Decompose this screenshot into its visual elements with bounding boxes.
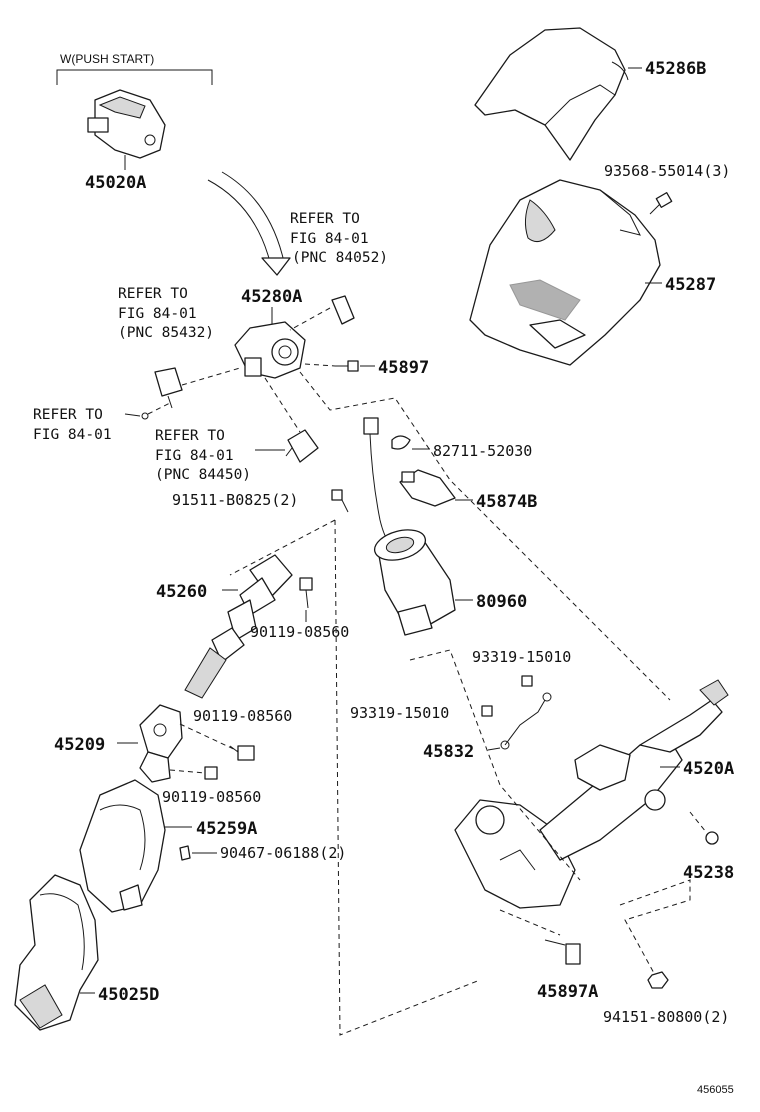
screw-93319-15010-a[interactable]	[521, 675, 533, 687]
part-number-45874B[interactable]: 45874B	[476, 492, 537, 512]
small-clip-84052[interactable]	[331, 295, 355, 325]
bolt-90119-08560-b[interactable]	[229, 745, 255, 761]
motor-80960[interactable]	[371, 525, 456, 636]
reference-note-pnc-84052: REFER TO FIG 84-01 (PNC 84052)	[290, 211, 388, 266]
screw-93568-55014[interactable]	[649, 192, 673, 215]
part-number-45832[interactable]: 45832	[423, 742, 474, 762]
part-number-93319-15010-b[interactable]: 93319-15010	[350, 704, 449, 722]
bolt-90119-08560-a[interactable]	[299, 577, 313, 609]
part-number-80960[interactable]: 80960	[476, 592, 527, 612]
part-number-90119-08560-b[interactable]: 90119-08560	[193, 707, 292, 725]
dust-cover-45025D[interactable]	[14, 874, 99, 1031]
svg-text:REFER TO: REFER TO	[118, 286, 188, 302]
svg-text:REFER TO: REFER TO	[155, 428, 225, 444]
nut-94151-80800[interactable]	[647, 971, 669, 989]
push-start-switch-45020A[interactable]	[87, 89, 166, 170]
part-number-91511-B0825[interactable]: 91511-B0825(2)	[172, 491, 298, 509]
steering-column-4520A[interactable]	[454, 679, 729, 909]
variant-label: W(PUSH START)	[60, 52, 154, 66]
assembly-arrow	[207, 171, 291, 276]
svg-text:(PNC 85432): (PNC 85432)	[118, 325, 214, 341]
part-number-90119-08560-c[interactable]: 90119-08560	[162, 788, 261, 806]
svg-text:FIG 84-01: FIG 84-01	[290, 231, 369, 247]
harness-connector[interactable]	[363, 417, 397, 549]
part-number-45025D[interactable]: 45025D	[98, 985, 159, 1005]
part-number-45209[interactable]: 45209	[54, 735, 105, 755]
bolt-45238[interactable]	[705, 831, 719, 845]
reference-note-fig-84-01: REFER TO FIG 84-01	[33, 407, 112, 443]
bracket-45874B[interactable]	[399, 469, 456, 507]
reference-note-pnc-84450: REFER TO FIG 84-01 (PNC 84450)	[155, 428, 251, 483]
part-number-45238[interactable]: 45238	[683, 863, 734, 883]
reference-note-pnc-85432: REFER TO FIG 84-01 (PNC 85432)	[118, 286, 214, 341]
universal-joint-45209[interactable]	[139, 704, 183, 783]
variant-bracket: W(PUSH START)	[56, 52, 213, 85]
svg-text:REFER TO: REFER TO	[290, 211, 360, 227]
part-number-45897[interactable]: 45897	[378, 358, 429, 378]
connector-84450[interactable]	[285, 429, 319, 463]
part-number-4520A[interactable]: 4520A	[683, 759, 734, 779]
ground-wire-45832[interactable]	[500, 692, 552, 750]
part-number-45020A[interactable]: 45020A	[85, 173, 146, 193]
svg-text:FIG 84-01: FIG 84-01	[118, 306, 197, 322]
bolt-91511-B0825[interactable]	[331, 489, 349, 513]
bolt-45897A[interactable]	[544, 939, 581, 965]
clamp-82711-52030[interactable]	[391, 435, 411, 450]
part-number-45897A[interactable]: 45897A	[537, 982, 598, 1002]
bolt-45897[interactable]	[335, 360, 359, 372]
svg-text:REFER TO: REFER TO	[33, 407, 103, 423]
column-hole-cover-45259A[interactable]	[79, 779, 166, 913]
part-number-82711-52030[interactable]: 82711-52030	[433, 442, 532, 460]
lower-column-cover-45287[interactable]	[469, 179, 661, 366]
part-number-45287[interactable]: 45287	[665, 275, 716, 295]
part-number-45286B[interactable]: 45286B	[645, 59, 706, 79]
svg-text:(PNC 84450): (PNC 84450)	[155, 467, 251, 483]
intermediate-shaft-45260[interactable]	[184, 554, 293, 699]
part-number-90467-06188[interactable]: 90467-06188(2)	[220, 844, 346, 862]
svg-text:FIG 84-01: FIG 84-01	[155, 448, 234, 464]
connector-85432[interactable]	[154, 367, 183, 409]
svg-text:FIG 84-01: FIG 84-01	[33, 427, 112, 443]
part-number-90119-08560-a[interactable]: 90119-08560	[250, 623, 349, 641]
figure-id: 456055	[697, 1084, 734, 1096]
part-number-93568-55014[interactable]: 93568-55014(3)	[604, 162, 730, 180]
part-number-45260[interactable]: 45260	[156, 582, 207, 602]
upper-column-cover-45286B[interactable]	[474, 27, 629, 161]
part-number-45280A[interactable]: 45280A	[241, 287, 302, 307]
svg-text:(PNC 84052): (PNC 84052)	[292, 250, 388, 266]
part-number-93319-15010-a[interactable]: 93319-15010	[472, 648, 571, 666]
part-number-94151-80800[interactable]: 94151-80800(2)	[603, 1008, 729, 1026]
bolt-90119-08560-c[interactable]	[204, 766, 218, 780]
switch-housing-45280A[interactable]	[234, 321, 306, 379]
screw-93319-15010-b[interactable]	[481, 705, 493, 717]
part-number-45259A[interactable]: 45259A	[196, 819, 257, 839]
clip-90467-06188[interactable]	[179, 845, 191, 861]
